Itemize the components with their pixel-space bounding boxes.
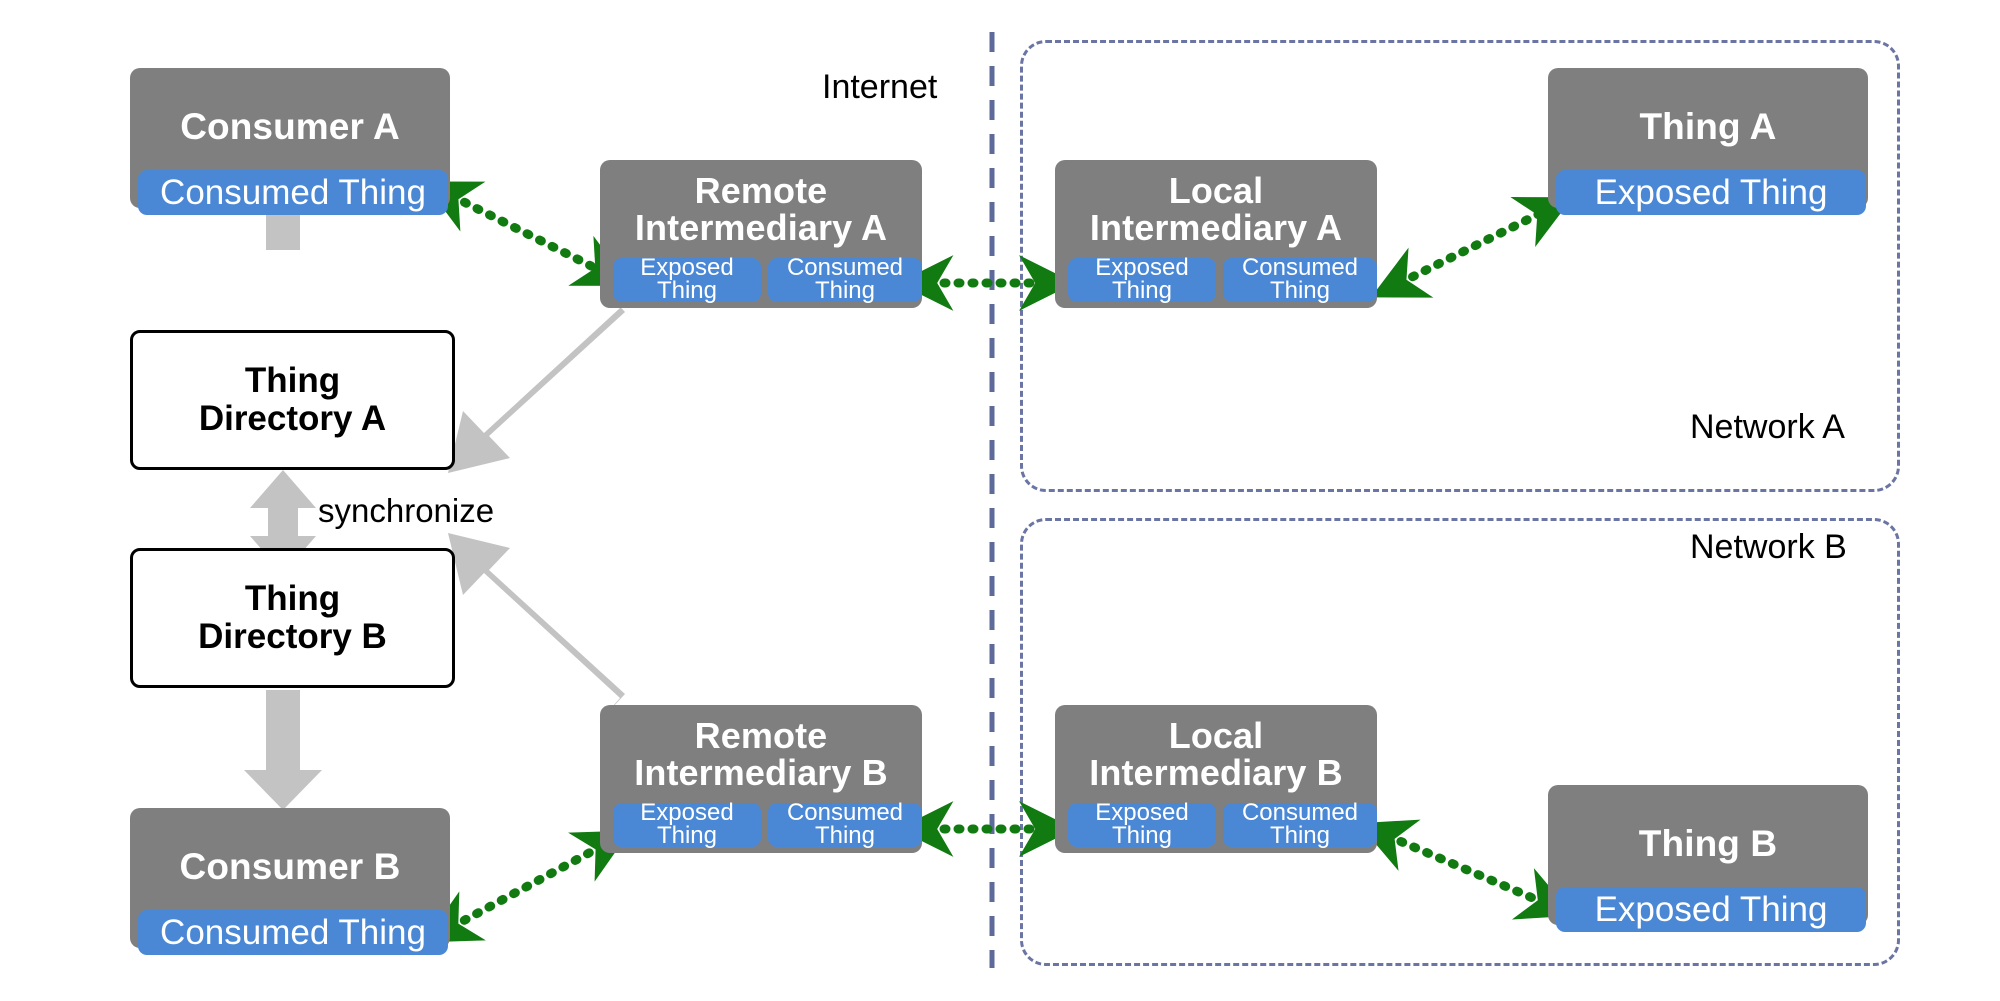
synchronize-label: synchronize [318,492,495,529]
local-b-consumed-thing[interactable]: Consumed Thing [1223,801,1377,848]
network-b-region [1020,518,1900,966]
local-a-exposed-thing[interactable]: Exposed Thing [1068,256,1216,303]
internet-label: Internet [822,68,938,106]
network-a-label: Network A [1690,408,1845,446]
remote-b-exposed-thing[interactable]: Exposed Thing [613,801,761,848]
node-thing-directory-b-title: Thing Directory B [198,579,387,656]
link-consumer-b-remote-b [423,830,631,943]
node-thing-directory-a[interactable]: Thing Directory A [130,330,455,470]
node-thing-a-title: Thing A [1639,106,1777,147]
node-thing-directory-b[interactable]: Thing Directory B [130,548,455,688]
arrow-remote-a-to-td-a [448,283,625,473]
consumer-a-consumed-thing[interactable]: Consumed Thing [138,170,448,215]
link-consumer-a-remote-a [423,181,631,286]
node-remote-intermediary-b-title: Remote Intermediary B [634,715,888,793]
thing-a-exposed-thing[interactable]: Exposed Thing [1556,170,1866,215]
remote-a-consumed-thing[interactable]: Consumed Thing [768,256,922,303]
arrow-td-b-to-consumer-b [244,690,322,810]
node-consumer-a-title: Consumer A [180,106,400,147]
arrow-remote-b-to-td-b [448,533,625,723]
remote-a-exposed-thing[interactable]: Exposed Thing [613,256,761,303]
network-b-label: Network B [1690,528,1847,566]
thing-b-exposed-thing[interactable]: Exposed Thing [1556,887,1866,932]
node-thing-b-title: Thing B [1638,823,1778,864]
node-thing-directory-a-title: Thing Directory A [198,361,387,438]
remote-b-consumed-thing[interactable]: Consumed Thing [768,801,922,848]
node-local-intermediary-a-title: Local Intermediary A [1089,170,1343,248]
consumer-b-consumed-thing[interactable]: Consumed Thing [138,910,448,955]
local-b-exposed-thing[interactable]: Exposed Thing [1068,801,1216,848]
node-local-intermediary-b-title: Local Intermediary B [1089,715,1343,793]
local-a-consumed-thing[interactable]: Consumed Thing [1223,256,1377,303]
node-consumer-b-title: Consumer B [179,846,401,887]
node-remote-intermediary-a-title: Remote Intermediary A [634,170,888,248]
